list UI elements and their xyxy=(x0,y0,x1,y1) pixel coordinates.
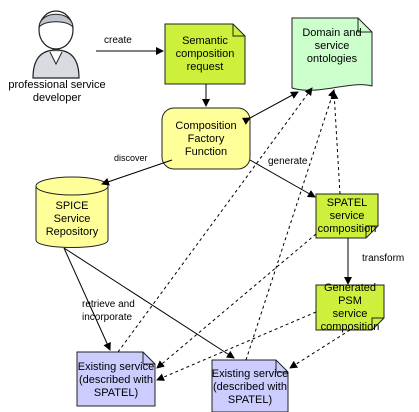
dash-psm-existing2 xyxy=(289,329,351,369)
dash-existing2-ontologies xyxy=(245,89,336,361)
existing-service-2-line2: (described with xyxy=(213,380,287,393)
existing-service-1-label: Existing service (described with SPATEL) xyxy=(76,356,156,404)
spatel-label: SPATEL service composition xyxy=(314,194,380,238)
spatel-box xyxy=(315,193,379,239)
edge-label-generate: generate xyxy=(268,156,308,167)
semantic-request-label: Semantic composition request xyxy=(165,28,245,80)
factory-line2: Factory xyxy=(187,132,225,145)
psm-box xyxy=(315,284,385,331)
dash-spatel-ontologies xyxy=(330,91,341,195)
psm-line3: composition xyxy=(320,321,380,333)
repository-line3: Repository xyxy=(45,225,99,238)
factory-line1: Composition xyxy=(175,119,237,132)
psm-label: Generated PSM service composition xyxy=(314,282,386,333)
edge-label-create: create xyxy=(104,35,132,46)
repository-line1: SPICE xyxy=(55,199,89,212)
repository-label: SPICE Service Repository xyxy=(36,194,108,244)
existing-service-1-line1: Existing service xyxy=(77,360,155,373)
ontologies-line2: service xyxy=(314,39,350,52)
existing-service-2-label: Existing service (described with SPATEL) xyxy=(210,364,290,410)
dash-spatel-existing1 xyxy=(156,233,317,369)
factory-line3: Function xyxy=(184,145,228,158)
edge-label-retrieve-line2: incorporate xyxy=(82,312,133,323)
edge-discover xyxy=(101,159,173,186)
existing-service-2-box xyxy=(211,359,289,412)
existing-service-1-line2: (described with xyxy=(79,373,153,386)
edge-generate xyxy=(249,159,316,198)
edge-retrieve-1 xyxy=(63,247,111,351)
semantic-request-line3: request xyxy=(186,60,224,73)
developer-label-line1: professional service xyxy=(8,79,106,91)
ontologies-label: Domain and service ontologies xyxy=(292,20,372,72)
semantic-request-line2: composition xyxy=(175,47,235,60)
dashed-edges xyxy=(117,87,351,381)
dash-existing1-ontologies xyxy=(117,87,313,353)
solid-edges xyxy=(63,47,352,359)
psm-line1: Generated PSM xyxy=(324,282,376,307)
edge-label-discover: discover xyxy=(114,153,148,163)
factory-box xyxy=(161,107,251,170)
spatel-line1: SPATEL xyxy=(326,196,368,209)
existing-service-2-line1: Existing service xyxy=(211,367,289,380)
edge-factory-ontologies xyxy=(241,91,299,125)
factory-label: Composition Factory Function xyxy=(162,112,250,166)
edge-label-transform: transform xyxy=(362,253,405,264)
existing-service-1-box xyxy=(76,351,156,407)
ontologies-document xyxy=(291,17,373,91)
developer-icon xyxy=(32,10,80,79)
dash-psm-existing1 xyxy=(156,311,317,381)
ontologies-line3: ontologies xyxy=(306,52,358,65)
spatel-line2: service xyxy=(329,209,365,222)
existing-service-1-line3: SPATEL) xyxy=(93,386,139,399)
edge-label-retrieve-line1: retrieve and xyxy=(82,299,135,310)
psm-line2: service xyxy=(332,308,368,320)
repository-line2: Service xyxy=(53,212,91,225)
semantic-request-line1: Semantic xyxy=(182,34,228,47)
ontologies-line1: Domain and xyxy=(302,26,362,39)
semantic-request-box xyxy=(164,23,246,85)
developer-label-line2: developer xyxy=(32,92,82,104)
edge-retrieve-2 xyxy=(63,247,235,359)
developer-label: professional service developer xyxy=(0,78,114,106)
spatel-line3: composition xyxy=(317,222,377,235)
repository-cylinder xyxy=(35,176,109,248)
existing-service-2-line3: SPATEL) xyxy=(227,393,273,406)
